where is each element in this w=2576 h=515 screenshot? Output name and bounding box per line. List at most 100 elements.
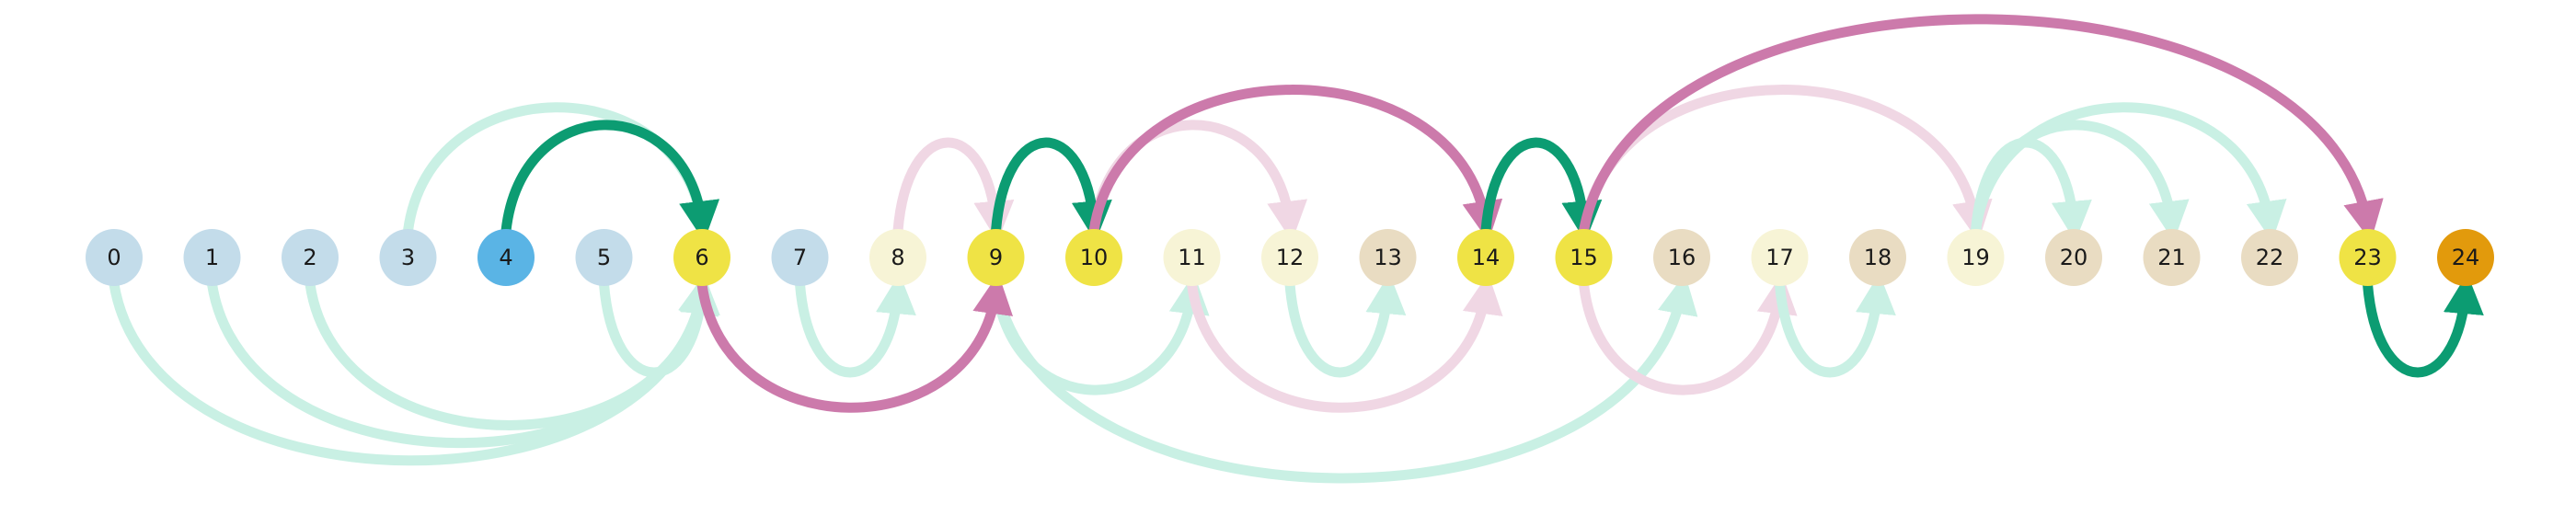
edge-3-to-6 <box>403 102 719 242</box>
node-13: 13 <box>1359 229 1417 286</box>
node-15: 15 <box>1555 229 1613 286</box>
node-circle <box>477 229 535 286</box>
edge-15-to-17 <box>1579 273 1798 395</box>
node-label: 11 <box>1178 245 1206 270</box>
edge-7-to-8 <box>795 273 916 378</box>
node-12: 12 <box>1261 229 1318 286</box>
node-circle <box>379 229 437 286</box>
node-circle <box>673 229 730 286</box>
edge-9-to-16 <box>991 273 1698 484</box>
node-0: 0 <box>86 229 143 286</box>
node-16: 16 <box>1653 229 1710 286</box>
node-circle <box>1359 229 1417 286</box>
edge-23-to-24 <box>2363 273 2484 378</box>
node-7: 7 <box>771 229 829 286</box>
node-circle <box>2143 229 2201 286</box>
node-label: 16 <box>1668 245 1696 270</box>
edge-10-to-12 <box>1088 120 1308 242</box>
node-label: 17 <box>1765 245 1794 270</box>
node-label: 22 <box>2256 245 2284 270</box>
node-4: 4 <box>477 229 535 286</box>
node-label: 7 <box>793 245 807 270</box>
edge-10-to-14 <box>1088 85 1503 242</box>
node-circle <box>1261 229 1318 286</box>
node-circle <box>575 229 633 286</box>
node-label: 12 <box>1276 245 1305 270</box>
node-18: 18 <box>1849 229 1906 286</box>
node-circle <box>1457 229 1514 286</box>
node-label: 5 <box>597 245 611 270</box>
node-circle <box>2241 229 2298 286</box>
node-circle <box>1163 229 1221 286</box>
node-label: 4 <box>499 245 512 270</box>
node-circle <box>869 229 926 286</box>
node-circle <box>967 229 1025 286</box>
faded-edges-layer <box>109 85 2287 484</box>
node-label: 19 <box>1961 245 1990 270</box>
node-9: 9 <box>967 229 1025 286</box>
edge-5-to-6 <box>599 273 720 378</box>
node-20: 20 <box>2045 229 2102 286</box>
node-5: 5 <box>575 229 633 286</box>
edge-4-to-6 <box>500 120 720 242</box>
node-1: 1 <box>183 229 241 286</box>
node-circle <box>771 229 829 286</box>
node-circle <box>1555 229 1613 286</box>
node-23: 23 <box>2339 229 2397 286</box>
node-10: 10 <box>1065 229 1122 286</box>
node-label: 20 <box>2060 245 2088 270</box>
node-circle <box>1947 229 2005 286</box>
edge-17-to-18 <box>1775 273 1896 378</box>
node-label: 18 <box>1864 245 1892 270</box>
node-17: 17 <box>1751 229 1809 286</box>
node-label: 14 <box>1472 245 1501 270</box>
node-circle <box>2045 229 2102 286</box>
edge-2-to-6 <box>305 273 719 430</box>
node-label: 23 <box>2353 245 2382 270</box>
node-8: 8 <box>869 229 926 286</box>
node-6: 6 <box>673 229 730 286</box>
node-circle <box>86 229 143 286</box>
node-label: 15 <box>1570 245 1598 270</box>
node-circle <box>282 229 339 286</box>
edge-14-to-15 <box>1480 137 1603 242</box>
edge-8-to-9 <box>892 137 1015 242</box>
node-label: 2 <box>303 245 316 270</box>
node-21: 21 <box>2143 229 2201 286</box>
node-label: 1 <box>205 245 219 270</box>
node-14: 14 <box>1457 229 1514 286</box>
node-circle <box>1065 229 1122 286</box>
edge-19-to-22 <box>1971 102 2287 242</box>
node-19: 19 <box>1947 229 2005 286</box>
edge-11-to-14 <box>1187 273 1503 413</box>
node-label: 8 <box>891 245 904 270</box>
edge-0-to-6 <box>109 273 719 466</box>
node-label: 10 <box>1080 245 1109 270</box>
node-circle <box>183 229 241 286</box>
node-label: 9 <box>989 245 1003 270</box>
node-22: 22 <box>2241 229 2298 286</box>
node-label: 3 <box>401 245 415 270</box>
edge-15-to-23 <box>1579 14 2384 242</box>
node-circle <box>2437 229 2494 286</box>
edge-9-to-11 <box>991 273 1210 395</box>
highlighted-edges-layer <box>500 14 2484 413</box>
edge-6-to-9 <box>696 273 1013 413</box>
node-label: 13 <box>1374 245 1402 270</box>
node-label: 24 <box>2452 245 2480 270</box>
node-circle <box>1653 229 1710 286</box>
node-circle <box>1849 229 1906 286</box>
node-label: 6 <box>695 245 708 270</box>
node-24: 24 <box>2437 229 2494 286</box>
edge-9-to-10 <box>991 137 1112 242</box>
node-label: 21 <box>2157 245 2186 270</box>
edge-15-to-19 <box>1579 85 1993 242</box>
node-11: 11 <box>1163 229 1221 286</box>
node-2: 2 <box>282 229 339 286</box>
node-circle <box>1751 229 1809 286</box>
node-label: 0 <box>107 245 121 270</box>
node-circle <box>2339 229 2397 286</box>
node-3: 3 <box>379 229 437 286</box>
